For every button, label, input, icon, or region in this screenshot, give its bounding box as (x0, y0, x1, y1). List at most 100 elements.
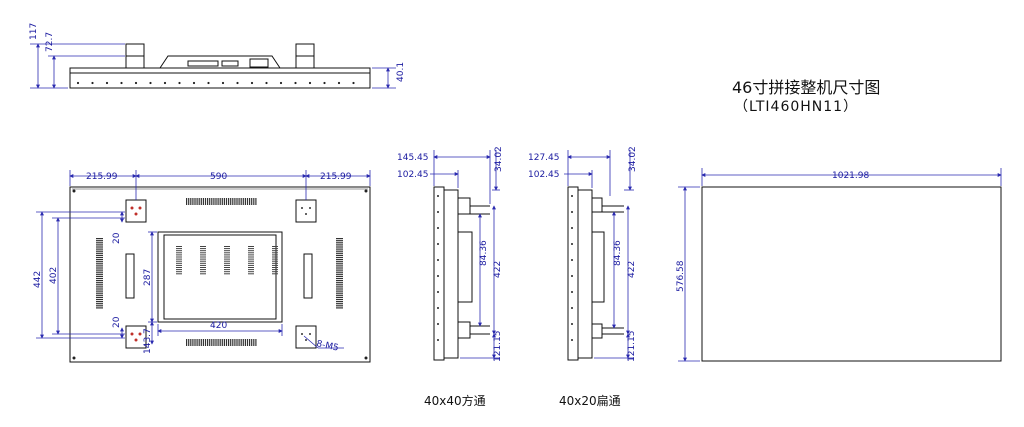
vent-slot (246, 198, 249, 205)
box-vent-slot (248, 256, 254, 258)
side-hole (437, 275, 439, 277)
vent-slot (96, 269, 103, 271)
box-vent-slot (200, 267, 206, 268)
vent-slot (336, 242, 343, 244)
vent-slot (236, 339, 238, 346)
vent-slot (96, 263, 103, 265)
vent-slot (96, 298, 103, 301)
front-view: 215.99 590 215.99 442 402 20 20 287 143.… (33, 170, 371, 363)
vent-slot (96, 301, 103, 303)
vent-slot (336, 238, 343, 240)
box-vent-slot (200, 258, 206, 260)
box-vent-slot (176, 264, 182, 266)
side-view-b: 127.45 102.45 34.02 84.36 422 121.15 (528, 146, 638, 362)
box-vent-slot (176, 271, 182, 273)
vent-slot (96, 292, 103, 294)
vent-slot (336, 244, 343, 246)
vent-slot (336, 307, 343, 309)
dim-center-span: 590 (210, 172, 227, 182)
vent-slot (96, 256, 103, 259)
vent-slot (96, 282, 103, 284)
vent-slot (186, 339, 188, 346)
vent-slot (96, 307, 103, 309)
side-hole (437, 211, 439, 213)
handle-left (125, 253, 135, 299)
side-hole (437, 227, 439, 229)
mount-hole (221, 81, 225, 85)
vent-slot (96, 242, 103, 244)
vent-slot (96, 265, 103, 267)
vent-slot (336, 284, 343, 286)
bracket-top-left (125, 199, 147, 223)
box-vent-slot (248, 264, 254, 266)
vent-slot (336, 263, 343, 265)
vent-slot (238, 198, 240, 205)
vent-slot (96, 290, 103, 292)
vent-slot (219, 339, 221, 346)
electronics-box (157, 231, 283, 323)
box-vent-slot (224, 250, 230, 252)
vent-slot (336, 280, 343, 282)
handle-right (303, 253, 313, 299)
box-vent-slot (224, 269, 230, 271)
screw-callout: 8-M5 (315, 339, 339, 353)
mount-hole (163, 81, 167, 85)
vent-slot (204, 198, 207, 205)
vent-slot (336, 303, 343, 305)
vent-slot (200, 198, 202, 205)
side-b-top: 34.02 (628, 146, 638, 172)
vent-slot (190, 339, 192, 346)
mount-hole (192, 81, 196, 85)
box-vent-slot (272, 258, 278, 260)
side-hole (571, 195, 573, 197)
vent-slot (251, 198, 253, 205)
vent-slot (96, 250, 103, 252)
vent-slot (215, 198, 217, 205)
side-a-mid: 84.36 (479, 240, 489, 266)
side-hole (437, 259, 439, 261)
side-hole (437, 307, 439, 309)
vent-slot (336, 259, 343, 261)
vent-slot (232, 339, 234, 346)
vent-slot (336, 290, 343, 292)
box-vent-slot (200, 273, 206, 275)
vent-slot (234, 198, 236, 205)
vent-slot (194, 339, 196, 346)
box-vent-slot (248, 252, 254, 254)
side-b-w2: 102.45 (528, 170, 560, 180)
vent-slot (202, 198, 204, 205)
box-vent-slot (248, 254, 254, 256)
mount-hole (352, 81, 355, 85)
box-vent-slot (224, 248, 230, 250)
box-vent-slot (176, 273, 182, 275)
vent-slot (336, 269, 343, 271)
vent-slot (96, 277, 103, 280)
vent-slot (253, 339, 255, 346)
side-hole (571, 339, 573, 341)
vent-slot (186, 198, 188, 205)
side-hole (571, 211, 573, 213)
vent-slot (228, 198, 230, 205)
vent-slot (209, 339, 211, 346)
vent-slot (96, 280, 103, 282)
vent-slot (336, 305, 343, 307)
box-vent-slot (248, 260, 254, 262)
box-vent-slot (248, 248, 254, 250)
dim-box-height: 287 (143, 269, 153, 286)
dim-inner-height: 402 (49, 267, 59, 284)
corner-hole (364, 189, 368, 193)
box-vent-slot (224, 271, 230, 273)
vent-slot (198, 339, 200, 346)
box-vent-slot (176, 248, 182, 250)
vent-slot (249, 339, 251, 346)
vent-slot (336, 240, 343, 242)
side-hole (571, 291, 573, 293)
box-vent-slot (200, 262, 206, 264)
dim-total-height: 117 (29, 23, 39, 40)
dim-right-offset: 215.99 (320, 172, 352, 182)
mount-hole (323, 81, 326, 85)
mount-hole (207, 81, 210, 85)
vent-slot (246, 339, 249, 346)
box-vent-slot (200, 252, 206, 254)
